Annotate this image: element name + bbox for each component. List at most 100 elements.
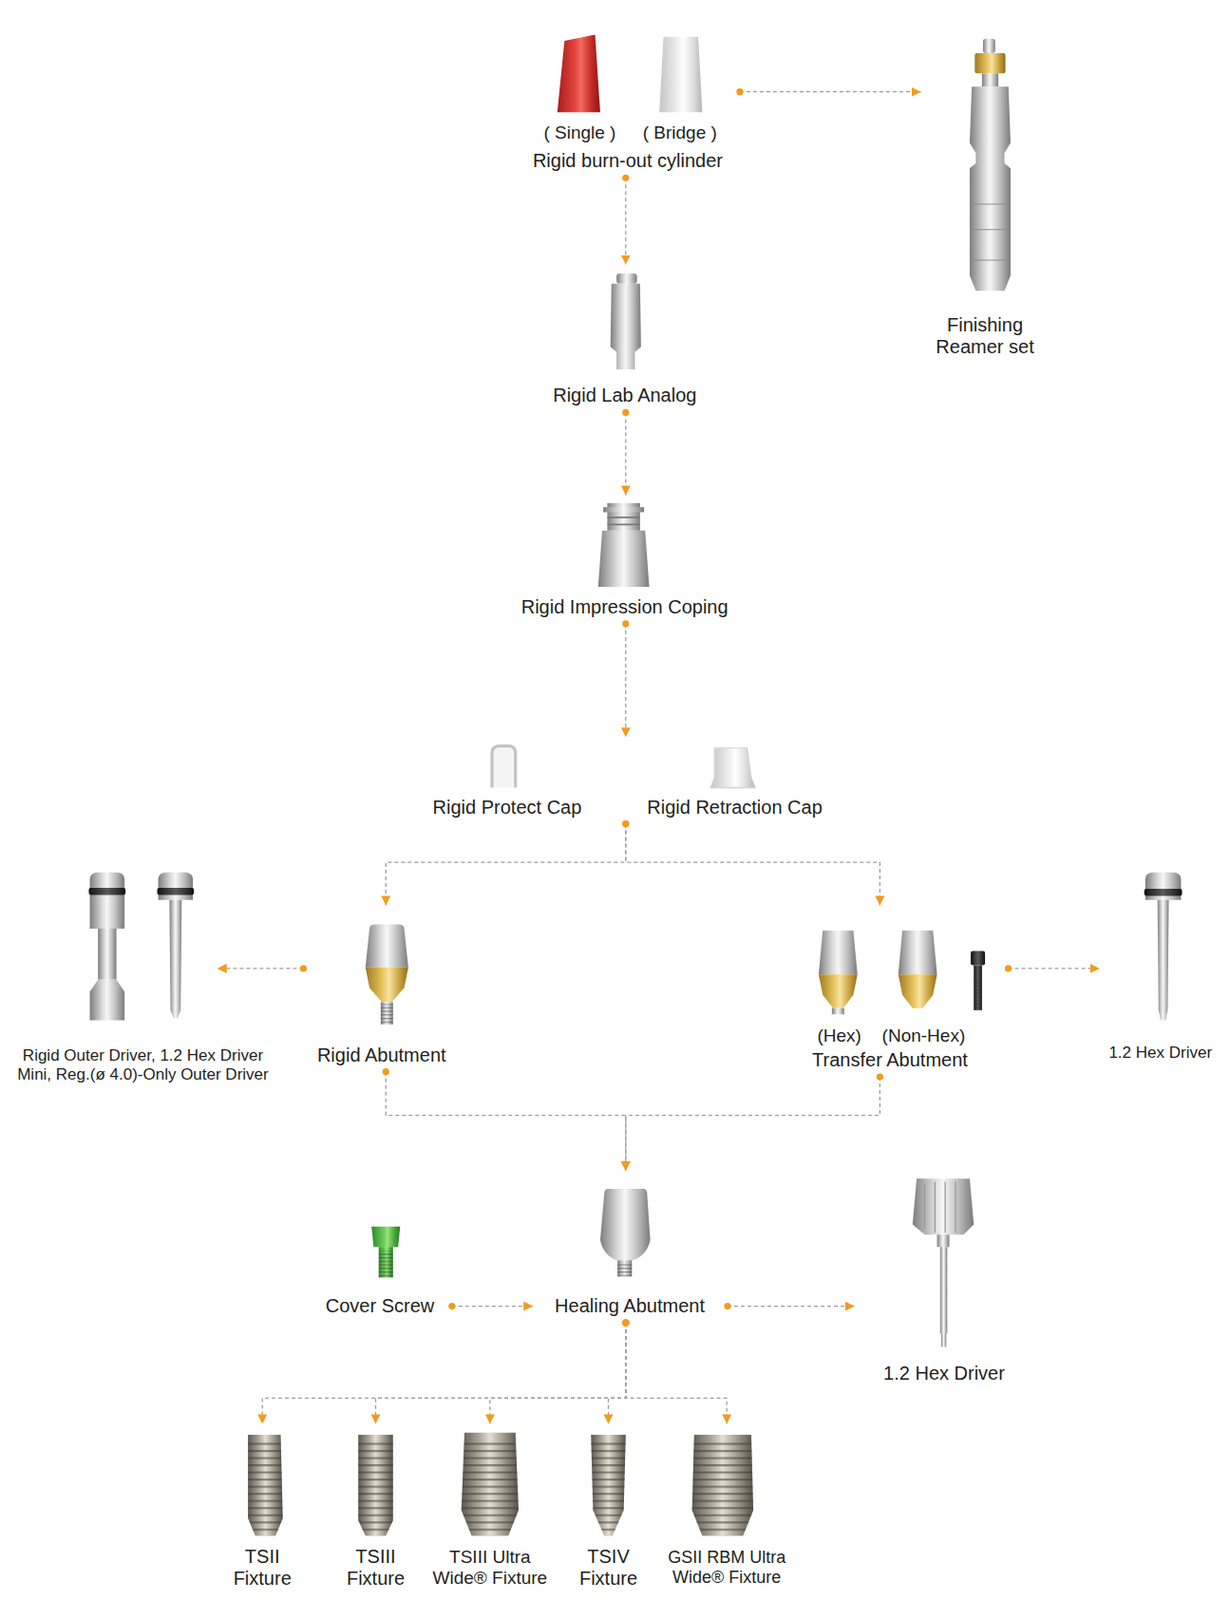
connector-dot — [622, 1319, 629, 1326]
finishing-reamer — [982, 73, 999, 87]
outer-driver — [90, 872, 126, 929]
impression-coping — [598, 503, 650, 587]
part-label: Rigid Retraction Cap — [646, 796, 823, 819]
fixture-tsiv — [590, 1435, 626, 1536]
finishing-reamer — [969, 38, 1011, 291]
fixture-tsiii — [358, 1438, 394, 1536]
transfer-abutment-hex — [818, 930, 858, 1015]
connector-arrow — [625, 1077, 881, 1172]
part-node: Healing Abutment — [535, 1173, 725, 1321]
part-label: TSIII Ultra Wide® Fixture — [429, 1547, 551, 1590]
healing-abutment — [600, 1189, 651, 1261]
part-node: Rigid Impression Coping — [505, 497, 746, 621]
hex-driver — [1144, 872, 1183, 1022]
connector-arrow — [624, 177, 626, 265]
part-label: TSII Fixture — [216, 1546, 308, 1590]
healing-abutment — [617, 1260, 632, 1277]
transfer-abutment-hex — [818, 974, 858, 1008]
connector-arrow — [608, 1323, 626, 1424]
part-label: Healing Abutment — [554, 1295, 705, 1318]
outer-driver — [88, 888, 126, 896]
part-node: Cover Screw — [311, 1219, 450, 1321]
impression-coping — [603, 507, 644, 512]
lab-analog — [610, 283, 642, 370]
connector-dot — [300, 965, 307, 972]
part-label: 1.2 Hex Driver — [883, 1362, 1005, 1385]
impression-coping — [598, 530, 650, 587]
connector-dot — [876, 1073, 884, 1080]
connector-arrow — [375, 1323, 625, 1424]
part-label: Cover Screw — [325, 1295, 435, 1318]
outer-driver — [90, 980, 126, 1022]
fixture-tsiv — [590, 1438, 626, 1536]
hex-driver-large — [941, 1334, 947, 1348]
fixture-tsii — [247, 1438, 284, 1536]
healing-abutment — [617, 1262, 632, 1277]
part-node: (Hex)(Non-Hex)Transfer Abutment — [795, 908, 1005, 1075]
hex-driver-mini — [158, 872, 194, 901]
part-node: Finishing Reamer set — [924, 15, 1047, 360]
part-node: TSII Fixture — [210, 1426, 313, 1592]
connector-dot — [736, 88, 743, 95]
connector-arrow — [490, 1323, 626, 1424]
hex-driver-large — [937, 1234, 950, 1248]
abutment-screw — [970, 951, 985, 966]
connector-dot — [622, 1319, 629, 1326]
abutment-screw — [973, 980, 983, 1011]
connector-arrow — [452, 1305, 533, 1307]
part-label: TSIV Fixture — [563, 1546, 655, 1590]
connector-dot — [448, 1303, 455, 1310]
finishing-reamer — [969, 204, 1011, 261]
connector-dot — [622, 409, 629, 417]
part-node: Rigid Abutment — [305, 908, 459, 1069]
transfer-abutment-non-hex — [898, 930, 938, 1009]
hex-driver-large — [925, 1181, 966, 1233]
connector-dot — [622, 1319, 629, 1326]
part-label: Rigid Lab Analog — [552, 384, 697, 407]
connector-arrow — [727, 1305, 855, 1307]
connector-arrow — [625, 1323, 727, 1424]
connector-dot — [382, 1068, 390, 1076]
part-label: Transfer Abutment — [812, 1049, 968, 1072]
connector-arrow — [739, 91, 922, 93]
fixture-gsii-rbm-ultra-wide — [692, 1435, 754, 1536]
connector-arrow — [385, 1072, 626, 1172]
rigid-abutment — [380, 1003, 394, 1024]
impression-coping — [606, 517, 640, 526]
rigid-abutment — [365, 967, 409, 1003]
retraction-cap — [710, 748, 756, 789]
hex-driver — [1157, 900, 1170, 1022]
part-label: Rigid Abutment — [317, 1044, 447, 1067]
fixture-gsii-rbm-ultra-wide — [692, 1438, 754, 1536]
part-label: TSIII Fixture — [329, 1546, 421, 1590]
part-node: Rigid Lab Analog — [541, 267, 710, 411]
hex-driver-mini — [157, 872, 195, 1020]
hex-driver — [1144, 889, 1183, 897]
fixture-tsii — [247, 1435, 284, 1536]
part-label: (Hex) — [816, 1025, 861, 1047]
connector-dot — [622, 1319, 629, 1326]
connector-group — [217, 88, 1100, 1424]
part-label: ( Single ) — [543, 122, 616, 144]
hex-driver-mini — [157, 888, 195, 896]
protect-cap — [492, 746, 516, 789]
fixture-tsiii — [358, 1435, 394, 1536]
part-node: Rigid Outer Driver, 1.2 Hex Driver Mini,… — [81, 867, 215, 1026]
abutment-screw — [970, 951, 985, 1011]
part-node: TSIII Fixture — [324, 1426, 427, 1592]
hex-driver-large — [912, 1178, 974, 1347]
fixture-tsiii-ultra-wide — [461, 1433, 519, 1537]
rigid-abutment — [365, 925, 409, 968]
protect-cap — [492, 746, 516, 789]
connector-dot — [622, 174, 629, 182]
connector-arrow — [624, 412, 626, 495]
burn-out-cylinder-single — [557, 35, 601, 114]
hex-driver-large — [940, 1247, 948, 1334]
part-label: Rigid Impression Coping — [521, 596, 729, 619]
part-node: 1.2 Hex Driver — [857, 1169, 1032, 1389]
fixture-tsiii-ultra-wide — [461, 1438, 519, 1536]
abutment-screw — [973, 965, 983, 1011]
transfer-abutment-hex — [832, 1008, 845, 1015]
cover-screw — [371, 1227, 400, 1248]
